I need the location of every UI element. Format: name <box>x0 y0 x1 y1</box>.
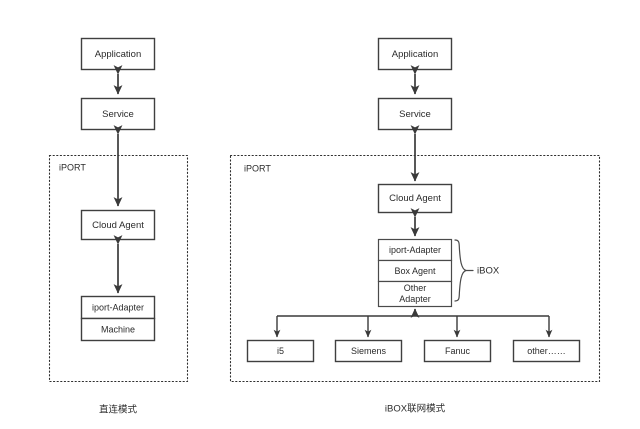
node-device-other <box>512 339 581 363</box>
node-cloud-agent-left <box>80 209 156 241</box>
node-other-adapter-right-label-line2: Adapter <box>399 294 431 304</box>
node-service-left-label: Service <box>102 109 134 120</box>
caption-right: iBOX联网模式 <box>385 403 446 415</box>
node-device-fanuc-label: Fanuc <box>445 346 471 356</box>
node-machine-left <box>80 317 156 342</box>
brace-ibox-label: iBOX <box>477 266 500 277</box>
node-application-left-label: Application <box>95 49 141 60</box>
node-service-right-label: Service <box>399 109 431 120</box>
node-application-right <box>377 37 453 71</box>
node-box-agent-right-label: Box Agent <box>394 266 436 276</box>
node-iport-adapter-left-label: iport-Adapter <box>92 302 144 312</box>
group-iport-left-label: iPORT <box>59 162 86 172</box>
node-device-i5 <box>246 339 315 363</box>
node-application-left <box>80 37 156 71</box>
node-device-i5-label: i5 <box>277 346 284 356</box>
node-cloud-agent-right <box>377 183 453 214</box>
node-iport-adapter-right-label: iport-Adapter <box>389 245 441 255</box>
node-device-other-label: other…… <box>527 346 566 356</box>
node-machine-left-label: Machine <box>101 324 135 334</box>
caption-left: 直连模式 <box>99 404 138 416</box>
brace-ibox <box>454 239 467 302</box>
node-cloud-agent-left-label: Cloud Agent <box>92 220 144 231</box>
node-service-right <box>377 97 453 131</box>
node-device-siemens <box>334 339 403 363</box>
node-device-fanuc <box>423 339 492 363</box>
group-iport-right-label: iPORT <box>244 163 271 173</box>
panel-right: iPORT Application Service Cloud Agent ip… <box>229 37 601 415</box>
panel-left: iPORT Application Service Cloud Agent ip… <box>48 37 189 416</box>
node-other-adapter-right <box>377 280 453 308</box>
node-application-right-label: Application <box>392 49 438 60</box>
node-device-siemens-label: Siemens <box>351 346 387 356</box>
node-other-adapter-right-label-line1: Other <box>404 283 427 293</box>
node-cloud-agent-right-label: Cloud Agent <box>389 193 441 204</box>
